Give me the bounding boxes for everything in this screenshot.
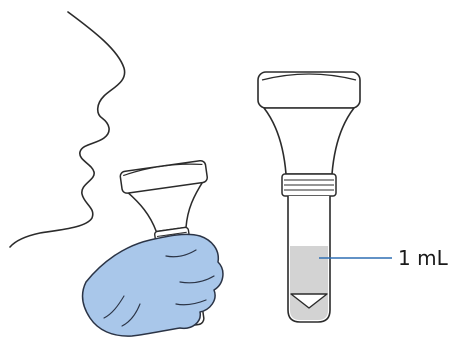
standing-collector-device [258, 72, 360, 322]
volume-label: 1 mL [398, 246, 449, 270]
standing-collector-funnel [264, 108, 354, 174]
collected-liquid [290, 246, 328, 320]
face-profile-outline [10, 12, 125, 247]
